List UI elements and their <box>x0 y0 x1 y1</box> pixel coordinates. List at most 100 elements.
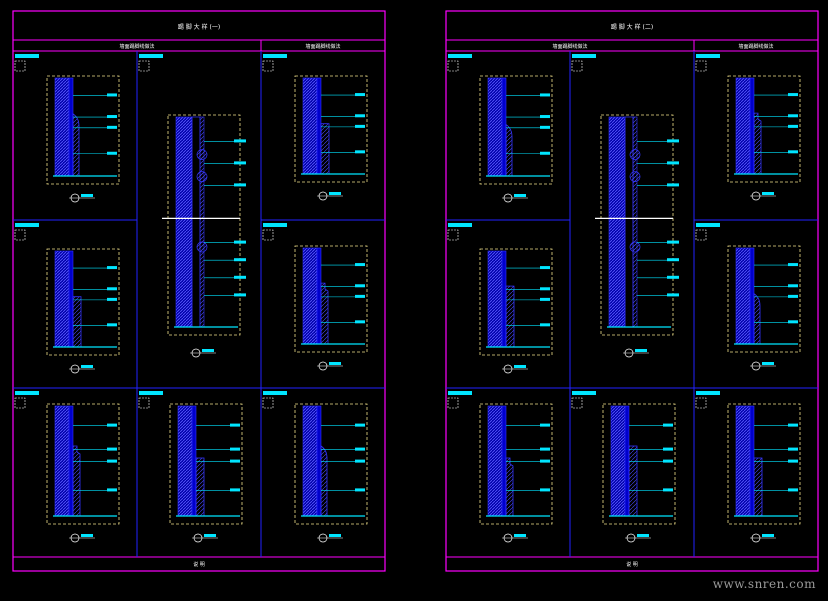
note-marker <box>788 488 798 492</box>
note-marker <box>107 125 117 129</box>
panel <box>632 116 638 328</box>
moulding <box>196 149 208 160</box>
note-marker <box>540 423 550 427</box>
note-marker <box>107 488 117 492</box>
wall-section <box>54 77 70 177</box>
cell-tag <box>448 54 472 58</box>
detail-frame <box>602 403 676 525</box>
watermark: www.snren.com <box>712 577 816 591</box>
note-marker <box>540 447 550 451</box>
skirting-profile <box>72 445 81 517</box>
cell-tag <box>448 391 472 395</box>
note-marker <box>107 459 117 463</box>
finish-layer <box>68 405 74 517</box>
note-marker <box>788 447 798 451</box>
cell-tag-box <box>447 397 459 409</box>
note-marker <box>230 447 240 451</box>
subhead-right: 墙面踢脚线做法 <box>738 43 773 50</box>
drawing-sheet: 踢 脚 大 样 (一)墙面踢脚线做法墙面踢脚线做法说 明 <box>12 10 386 572</box>
cell-tag-box <box>262 60 274 72</box>
note-marker <box>230 423 240 427</box>
note-marker <box>667 275 679 279</box>
detail-frame <box>479 75 553 185</box>
section-label <box>329 534 341 537</box>
note-marker <box>355 263 365 267</box>
cell-tag <box>263 223 287 227</box>
note-marker <box>788 459 798 463</box>
section-label <box>81 534 93 537</box>
detail-frame <box>294 245 368 353</box>
subhead-left: 墙面踢脚线做法 <box>119 43 154 50</box>
note-marker <box>540 297 550 301</box>
wall-section <box>302 77 318 175</box>
cell-tag <box>696 223 720 227</box>
cell-tag <box>572 391 596 395</box>
sheet-footer: 说 明 <box>626 561 638 568</box>
skirting-profile <box>753 292 761 345</box>
note-marker <box>355 447 365 451</box>
skirting-profile <box>320 445 328 517</box>
cell-tag-box <box>14 60 26 72</box>
note-marker <box>355 150 365 154</box>
finish-layer <box>749 247 755 345</box>
sheet-title: 踢 脚 大 样 (一) <box>178 23 220 31</box>
note-marker <box>788 93 798 97</box>
skirting-profile <box>505 285 515 348</box>
note-marker <box>234 139 246 143</box>
note-marker <box>355 423 365 427</box>
section-label <box>81 194 93 197</box>
detail-frame <box>46 248 120 356</box>
wall-section <box>487 77 503 177</box>
note-marker <box>667 293 679 297</box>
drawing-sheet: 踢 脚 大 样 (二)墙面踢脚线做法墙面踢脚线做法说 明 <box>445 10 819 572</box>
wall-section <box>302 405 318 517</box>
cell-tag <box>15 391 39 395</box>
section-label <box>204 534 216 537</box>
cell-tag-box <box>447 60 459 72</box>
cell-tag-box <box>138 60 150 72</box>
note-marker <box>355 284 365 288</box>
wall-section <box>735 77 751 175</box>
note-marker <box>355 488 365 492</box>
note-marker <box>540 459 550 463</box>
note-marker <box>540 488 550 492</box>
cell-tag-box <box>695 397 707 409</box>
skirting-profile <box>505 123 513 177</box>
note-marker <box>230 459 240 463</box>
note-marker <box>540 266 550 270</box>
cell-tag-box <box>262 229 274 241</box>
skirting-profile <box>628 445 638 517</box>
detail-frame <box>294 75 368 183</box>
note-marker <box>788 294 798 298</box>
cell-tag <box>263 54 287 58</box>
note-marker <box>663 488 673 492</box>
note-marker <box>663 459 673 463</box>
detail-frame <box>727 75 801 183</box>
skirting-profile <box>72 113 80 177</box>
cell-tag <box>696 54 720 58</box>
section-label <box>637 534 649 537</box>
finish-layer <box>316 77 322 175</box>
detail-frame <box>600 114 674 336</box>
section-label <box>329 362 341 365</box>
section-label <box>202 349 214 352</box>
note-marker <box>234 240 246 244</box>
skirting-profile <box>72 296 82 348</box>
note-marker <box>355 124 365 128</box>
note-marker <box>107 423 117 427</box>
wall-section <box>610 405 626 517</box>
detail-frame <box>167 114 241 336</box>
note-marker <box>234 275 246 279</box>
note-marker <box>788 284 798 288</box>
cell-tag-box <box>695 229 707 241</box>
wall-section <box>735 247 751 345</box>
detail-frame <box>46 403 120 525</box>
finish-layer <box>316 405 322 517</box>
note-marker <box>234 183 246 187</box>
subhead-left: 墙面踢脚线做法 <box>552 43 587 50</box>
note-marker <box>540 125 550 129</box>
note-marker <box>540 323 550 327</box>
cell-tag-box <box>447 229 459 241</box>
finish-layer <box>68 77 74 177</box>
